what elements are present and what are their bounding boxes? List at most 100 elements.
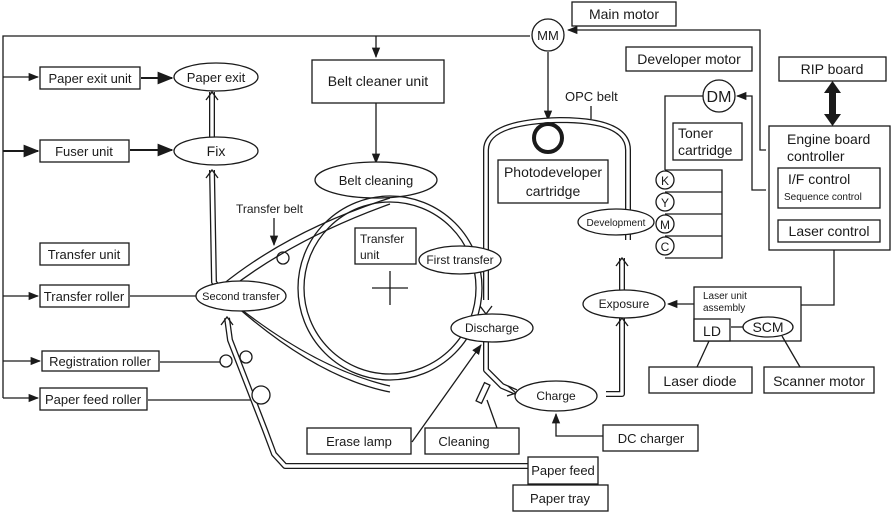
photodeveloper-line1: Photodeveloper — [504, 164, 602, 180]
transfer-unit-label-box: Transfer unit — [39, 242, 130, 266]
dc-charger-label: DC charger — [618, 431, 685, 446]
toner-line1: Toner — [678, 125, 713, 141]
scanner-motor-label: Scanner motor — [773, 373, 865, 389]
laser-unit-assembly: Laser unit assembly LD SCM — [666, 286, 802, 368]
second-transfer-process: Second transfer — [195, 280, 287, 312]
cleaning-label: Cleaning — [438, 434, 489, 449]
engine-line2: controller — [787, 148, 845, 164]
photodeveloper-line2: cartridge — [526, 183, 581, 199]
main-motor-label: Main motor — [589, 6, 659, 22]
rip-board: RIP board — [778, 56, 887, 82]
exposure-label: Exposure — [599, 297, 650, 311]
registration-roller-circle-right — [239, 350, 253, 364]
paper-path-rollers — [219, 350, 271, 405]
cleaning-blade — [475, 381, 491, 405]
toner-k: K — [655, 170, 675, 190]
transfer-unit-inner-line1: Transfer — [360, 232, 404, 246]
belt-cleaner-unit-label: Belt cleaner unit — [328, 73, 429, 89]
paper-feed-label: Paper feed — [531, 463, 595, 478]
ld-box — [693, 318, 731, 342]
belt-cleaner-unit: Belt cleaner unit — [311, 59, 445, 165]
charge-process: Charge — [514, 380, 598, 412]
registration-roller: Registration roller — [41, 350, 222, 372]
belt-roller-small — [276, 251, 290, 265]
paper-exit-unit-label: Paper exit unit — [48, 71, 131, 86]
laser-unit-line2: assembly — [703, 303, 745, 314]
main-drive-lines — [2, 25, 766, 403]
mm-label: MM — [537, 28, 559, 43]
transfer-unit-label: Transfer unit — [48, 247, 121, 262]
paper-exit-label: Paper exit — [187, 70, 246, 85]
toner-y-label: Y — [661, 196, 669, 210]
laser-control-box — [777, 219, 881, 243]
main-motor: Main motor MM — [531, 1, 677, 52]
main-motor-box — [571, 1, 677, 27]
laser-diode-label: Laser diode — [663, 373, 736, 389]
fuser-unit: Fuser unit — [39, 139, 174, 163]
erase-lamp-label: Erase lamp — [326, 434, 392, 449]
developer-motor-label: Developer motor — [637, 51, 741, 67]
development-process: Development — [577, 208, 655, 236]
first-transfer-process: First transfer — [418, 245, 502, 275]
opc-belt: OPC belt — [479, 89, 631, 397]
paper-tray: Paper tray — [512, 484, 609, 512]
transfer-unit-inner-line2: unit — [360, 248, 380, 262]
paper-tray-label: Paper tray — [530, 491, 590, 506]
sequence-control-label: Sequence control — [784, 192, 862, 203]
laser-unit-line1: Laser unit — [703, 291, 747, 302]
toner-c: C — [655, 236, 675, 256]
transfer-unit-center-mark — [372, 271, 408, 305]
toner-line2: cartridge — [678, 142, 733, 158]
transfer-roller: Transfer roller — [39, 284, 196, 308]
fix-process: Fix — [173, 136, 259, 166]
cleaning: Cleaning — [424, 381, 520, 455]
opc-drum — [532, 122, 564, 154]
opc-belt-label: OPC belt — [565, 89, 618, 104]
toner-c-label: C — [661, 240, 670, 254]
toner-cartridge: Toner cartridge K Y M C — [655, 122, 743, 259]
toner-m: M — [655, 214, 675, 234]
scm-ellipse — [742, 316, 794, 338]
belt-cleaning-label: Belt cleaning — [339, 173, 413, 188]
toner-y: Y — [655, 192, 675, 212]
discharge-label: Discharge — [465, 321, 519, 335]
paper-feed: Paper feed — [527, 456, 599, 485]
fix-label: Fix — [207, 143, 226, 159]
exposure-process: Exposure — [582, 289, 666, 319]
paper-feed-roller-circle — [251, 385, 271, 405]
charge-label: Charge — [536, 389, 576, 403]
ld-label: LD — [703, 323, 721, 339]
transfer-belt-label: Transfer belt — [236, 202, 304, 216]
scanner-motor: Scanner motor — [763, 366, 875, 394]
if-control-label: I/F control — [788, 171, 850, 187]
mm-circle — [531, 18, 565, 52]
dm-label: DM — [707, 89, 732, 106]
transfer-roller-label: Transfer roller — [44, 289, 125, 304]
if-control-box — [777, 167, 881, 209]
toner-k-label: K — [661, 174, 669, 188]
toner-m-label: M — [660, 218, 670, 232]
second-transfer-label: Second transfer — [202, 291, 280, 303]
scm-label: SCM — [752, 319, 783, 335]
discharge-process: Discharge — [450, 313, 534, 343]
laser-diode: Laser diode — [648, 366, 753, 394]
transfer-belt: Transfer belt — [221, 195, 483, 393]
registration-roller-label: Registration roller — [49, 354, 152, 369]
paper-feed-roller: Paper feed roller — [39, 387, 252, 411]
development-label: Development — [587, 218, 646, 229]
paper-exit-process: Paper exit — [173, 62, 259, 92]
rip-engine-bidirectional-arrow — [824, 81, 841, 126]
developer-motor: Developer motor DM — [625, 46, 766, 191]
first-transfer-label: First transfer — [426, 253, 493, 267]
registration-roller-circle-left — [219, 354, 233, 368]
photodeveloper-cartridge: Photodeveloper cartridge — [497, 159, 609, 204]
dc-charger: DC charger — [551, 412, 699, 452]
paper-exit-unit: Paper exit unit — [39, 66, 174, 90]
rip-board-label: RIP board — [801, 61, 864, 77]
engine-board-controller: Engine board controller I/F control Sequ… — [768, 125, 891, 306]
engine-line1: Engine board — [787, 131, 870, 147]
erase-lamp: Erase lamp — [306, 344, 482, 455]
belt-cleaning-process: Belt cleaning — [314, 161, 438, 199]
transfer-unit-inner: Transfer unit — [354, 227, 417, 265]
